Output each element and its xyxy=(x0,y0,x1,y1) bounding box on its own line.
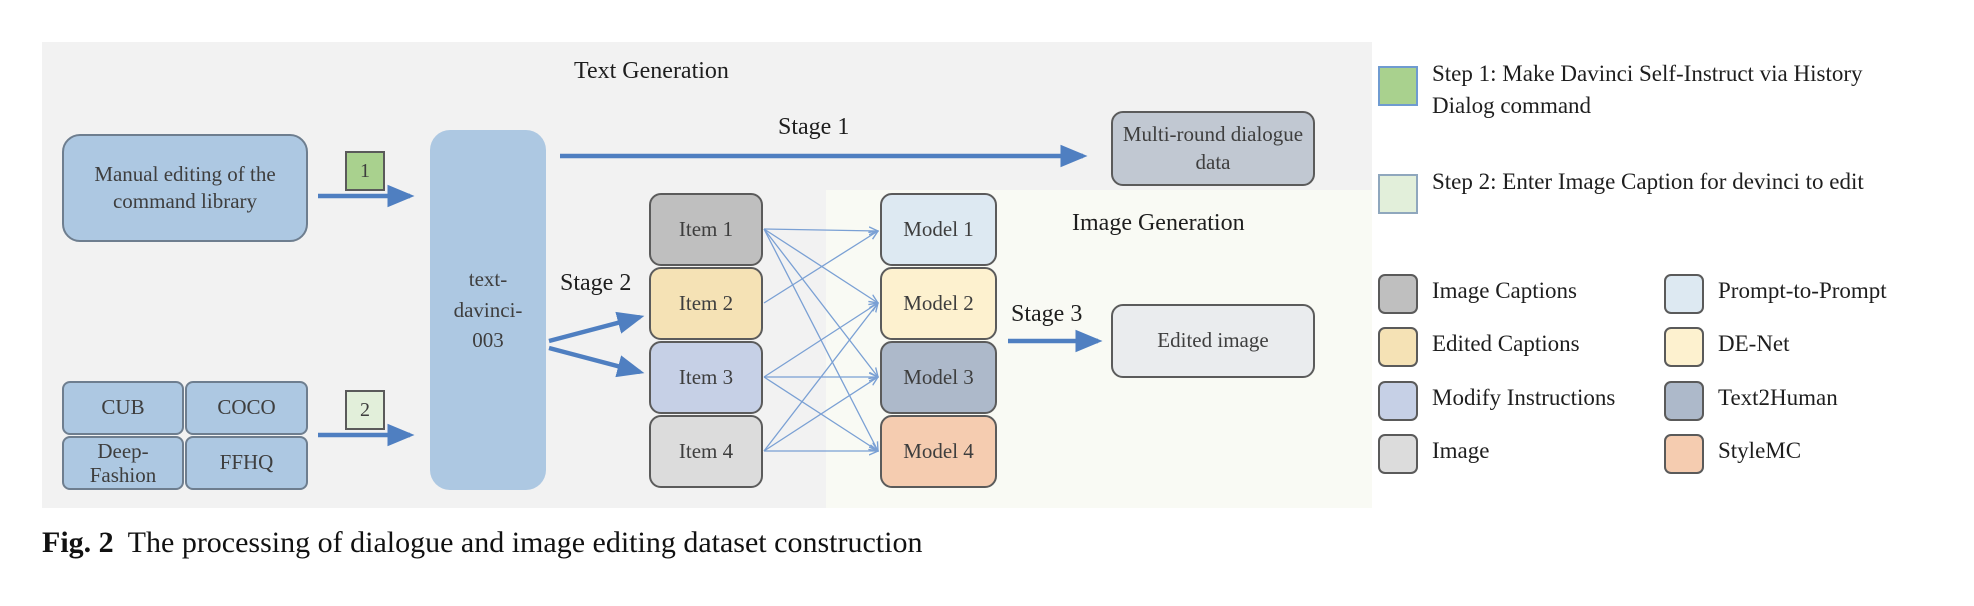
legend-prompt-to-prompt-label: Prompt-to-Prompt xyxy=(1718,278,1887,303)
item4-model2-link xyxy=(763,303,878,452)
legend-step2-swatch xyxy=(1378,174,1418,214)
image-generation-title: Image Generation xyxy=(1072,210,1245,236)
multi-round-dialogue-node: Multi-round dialogue data xyxy=(1111,111,1315,186)
legend-step1-text: Step 1: Make Davinci Self-Instruct via H… xyxy=(1432,61,1863,119)
item2-model1-link xyxy=(763,231,878,304)
stage2-lower-arrow xyxy=(548,345,645,378)
item1-model1-link xyxy=(763,229,878,231)
cub-node: CUB xyxy=(62,381,184,435)
item3-model2-link xyxy=(763,303,878,378)
legend-modify-instructions-label: Modify Instructions xyxy=(1432,385,1616,410)
model-4-node: Model 4 xyxy=(880,415,997,488)
legend-text2human-swatch xyxy=(1664,381,1704,421)
figure-caption-text: The processing of dialogue and image edi… xyxy=(127,526,923,559)
legend-stylemc-swatch xyxy=(1664,434,1704,474)
stage2-label: Stage 2 xyxy=(560,270,632,296)
figure-caption: Fig. 2 The processing of dialogue and ima… xyxy=(42,526,922,560)
legend-de-net-swatch xyxy=(1664,327,1704,367)
legend-edited-captions-label: Edited Captions xyxy=(1432,331,1580,356)
legend-de-net-label: DE-Net xyxy=(1718,331,1790,356)
item1-model3-link xyxy=(763,228,878,377)
model-2-node: Model 2 xyxy=(880,267,997,340)
item-3-node: Item 3 xyxy=(649,341,763,414)
legend-prompt-to-prompt-swatch xyxy=(1664,274,1704,314)
step2-badge: 2 xyxy=(345,390,385,430)
item-2-node: Item 2 xyxy=(649,267,763,340)
legend-text2human-label: Text2Human xyxy=(1718,385,1838,410)
legend-modify-instructions-swatch xyxy=(1378,381,1418,421)
item4-model3-link xyxy=(763,377,878,452)
legend-image-captions-swatch xyxy=(1378,274,1418,314)
stage3-label: Stage 3 xyxy=(1011,301,1083,327)
legend-image-label: Image xyxy=(1432,438,1490,463)
stage2-upper-arrow xyxy=(548,311,645,344)
stage1-label: Stage 1 xyxy=(778,114,850,140)
model-1-node: Model 1 xyxy=(880,193,997,266)
text-davinci-node: text-davinci-003 xyxy=(430,130,546,490)
legend-edited-captions-swatch xyxy=(1378,327,1418,367)
legend-stylemc-label: StyleMC xyxy=(1718,438,1802,463)
legend-image-captions-label: Image Captions xyxy=(1432,278,1577,303)
ffhq-node: FFHQ xyxy=(185,436,308,490)
legend-step2-text: Step 2: Enter Image Caption for devinci … xyxy=(1432,169,1864,194)
item1-model2-link xyxy=(763,228,878,303)
item-4-node: Item 4 xyxy=(649,415,763,488)
coco-node: COCO xyxy=(185,381,308,435)
item-1-node: Item 1 xyxy=(649,193,763,266)
model-3-node: Model 3 xyxy=(880,341,997,414)
deepfashion-node: Deep-Fashion xyxy=(62,436,184,490)
manual-editing-node: Manual editing of the command library xyxy=(62,134,308,242)
step1-badge: 1 xyxy=(345,151,385,191)
figure-caption-label: Fig. 2 xyxy=(42,526,114,559)
legend-step1-swatch xyxy=(1378,66,1418,106)
legend-image-swatch xyxy=(1378,434,1418,474)
text-generation-title: Text Generation xyxy=(574,58,729,84)
edited-image-node: Edited image xyxy=(1111,304,1315,378)
